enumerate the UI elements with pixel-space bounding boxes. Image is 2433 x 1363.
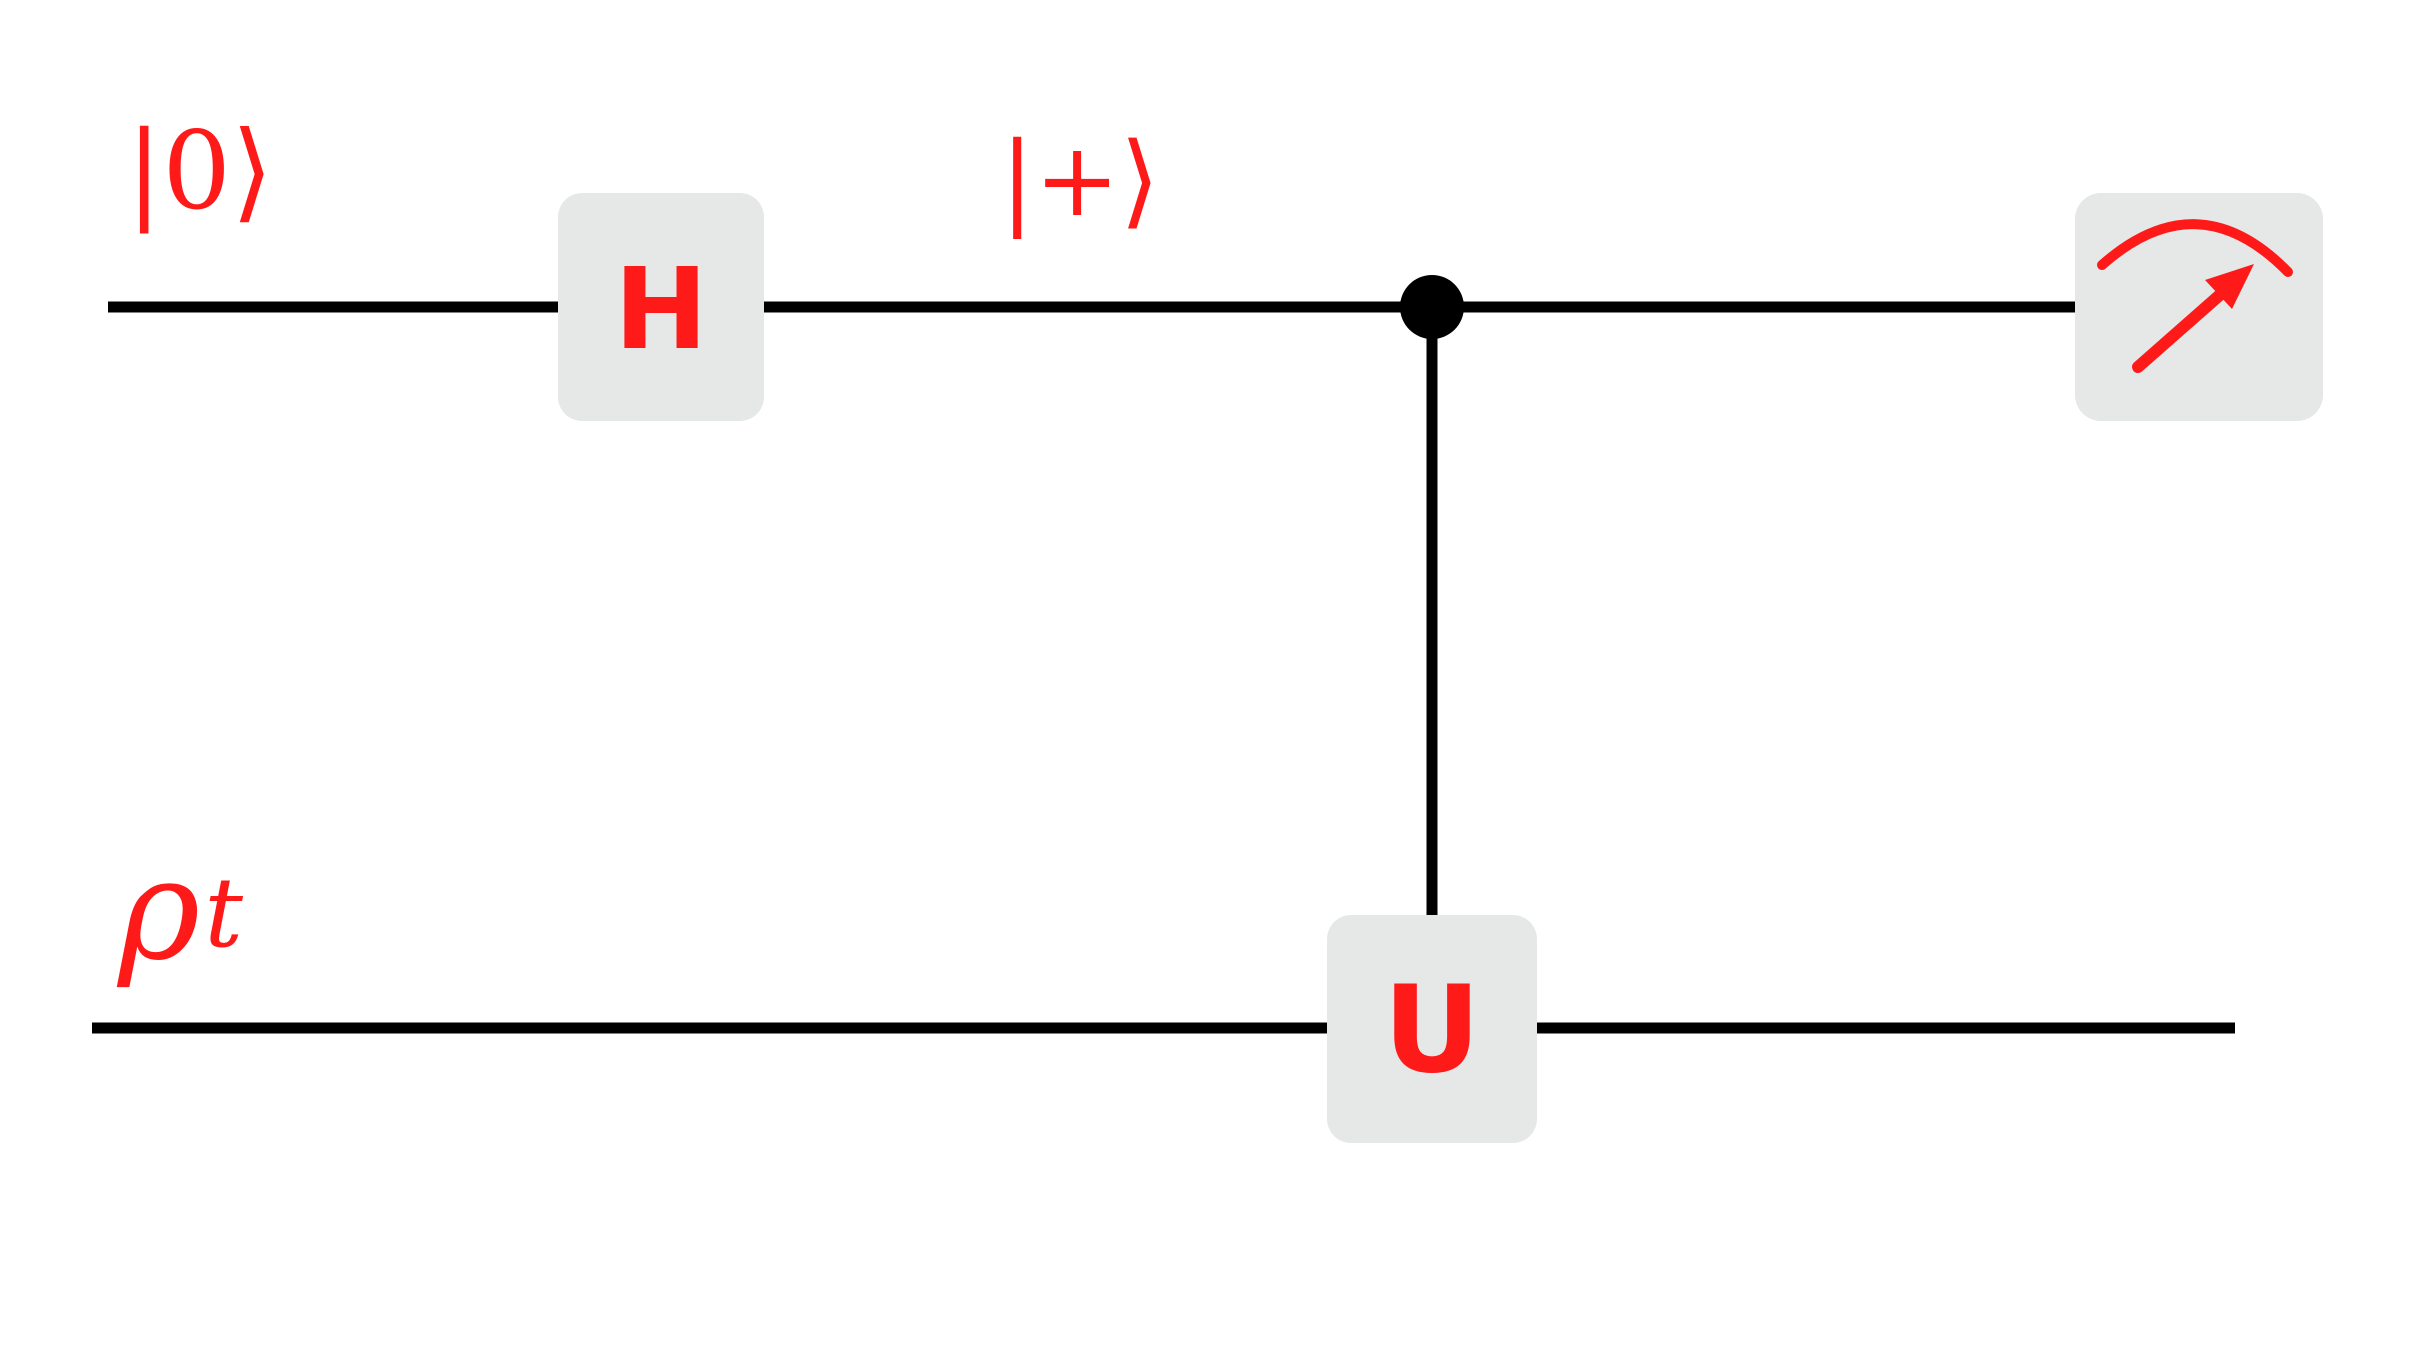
initial-state-label-top: |0⟩ bbox=[126, 109, 273, 234]
unitary-gate: U bbox=[1327, 915, 1537, 1143]
hadamard-gate: H bbox=[558, 193, 764, 421]
rho-symbol: ρ bbox=[116, 829, 200, 992]
control-dot bbox=[1400, 275, 1464, 339]
unitary-gate-label: U bbox=[1383, 962, 1480, 1101]
meter-icon bbox=[2097, 219, 2293, 373]
hadamard-gate-label: H bbox=[614, 245, 708, 375]
hadamard-gate-box bbox=[558, 193, 764, 421]
measurement-gate bbox=[2075, 193, 2323, 421]
unitary-gate-box bbox=[1327, 915, 1537, 1143]
rho-subscript: t bbox=[204, 857, 243, 969]
intermediate-state-label: |+⟩ bbox=[1000, 121, 1160, 240]
initial-state-label-bottom: ρt bbox=[116, 829, 243, 992]
